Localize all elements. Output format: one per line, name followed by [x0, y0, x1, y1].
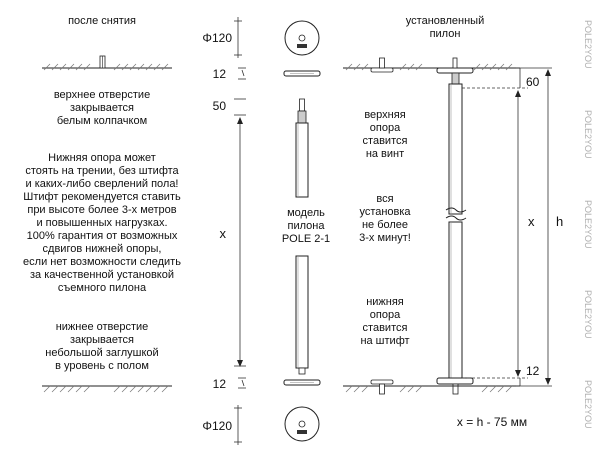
svg-text:нижнее отверстие: нижнее отверстие: [56, 321, 149, 333]
svg-text:установка: установка: [359, 206, 411, 218]
upper-support-note: верхняя опора ставится на винт: [363, 109, 408, 160]
watermark-2: POLE2YOU: [583, 110, 593, 159]
dim-x: x: [528, 214, 535, 229]
svg-text:ставится: ставится: [363, 322, 408, 334]
lower-support-note: нижняя опора ставится на штифт: [360, 296, 409, 347]
svg-text:3-х минут!: 3-х минут!: [359, 232, 411, 244]
watermark-strip: POLE2YOU POLE2YOU POLE2YOU POLE2YOU POLE…: [583, 20, 593, 429]
svg-text:опора: опора: [370, 309, 401, 321]
watermark-5: POLE2YOU: [583, 380, 593, 429]
svg-text:если нет возможности следить: если нет возможности следить: [23, 256, 181, 268]
watermark-4: POLE2YOU: [583, 290, 593, 339]
install-time-note: вся установка не более 3-х минут!: [359, 193, 411, 244]
watermark-1: POLE2YOU: [583, 20, 593, 69]
svg-text:ставится: ставится: [363, 135, 408, 147]
svg-text:стоять на трении, без штифта: стоять на трении, без штифта: [25, 165, 179, 177]
dim-top-diameter: Φ120: [202, 31, 232, 45]
dim-top-gap: 12: [213, 67, 227, 81]
svg-text:закрывается: закрывается: [70, 102, 134, 114]
right-dimensions: [462, 67, 552, 387]
svg-text:на винт: на винт: [366, 148, 404, 160]
friction-note: Нижняя опора может стоять на трении, без…: [23, 152, 181, 294]
right-ceiling: [343, 57, 520, 74]
svg-text:при высоте более 3-х метров: при высоте более 3-х метров: [27, 204, 176, 216]
svg-text:съемного пилона: съемного пилона: [58, 282, 147, 294]
right-floor: [343, 379, 520, 395]
svg-text:не более: не более: [362, 219, 408, 231]
svg-text:небольшой заглушкой: небольшой заглушкой: [45, 347, 158, 359]
svg-text:модель: модель: [287, 207, 325, 219]
svg-text:верхняя: верхняя: [364, 109, 405, 121]
svg-text:и повышенных нагрузках.: и повышенных нагрузках.: [36, 217, 167, 229]
pole-installed: [436, 72, 474, 395]
left-bottom-floor: [42, 385, 172, 393]
dim-bottom-gap: 12: [213, 377, 227, 391]
svg-text:в уровень с полом: в уровень с полом: [55, 360, 149, 372]
watermark-3: POLE2YOU: [583, 200, 593, 249]
svg-text:установленный: установленный: [406, 15, 484, 27]
svg-text:Штифт рекомендуется ставить: Штифт рекомендуется ставить: [23, 191, 181, 203]
svg-text:пилона: пилона: [288, 220, 326, 232]
dim-offset: 50: [213, 99, 227, 113]
top-disc-icon: [284, 20, 320, 56]
caption-after-removal: после снятия: [68, 15, 136, 27]
bottom-plate-side: [283, 379, 321, 386]
pole-removed: [295, 98, 309, 375]
svg-text:закрывается: закрывается: [70, 334, 134, 346]
svg-text:верхнее отверстие: верхнее отверстие: [54, 89, 150, 101]
bottom-hole-note: нижнее отверстие закрывается небольшой з…: [45, 321, 158, 372]
bottom-disc-icon: [284, 406, 320, 442]
dim-bottom: 12: [526, 364, 540, 378]
formula: x = h - 75 мм: [457, 415, 527, 429]
svg-text:на штифт: на штифт: [360, 335, 409, 347]
dim-length: x: [220, 226, 227, 241]
top-plate-side: [283, 70, 321, 77]
model-label: модель пилона POLE 2-1: [282, 207, 330, 245]
svg-text:за качественной установкой: за качественной установкой: [30, 269, 174, 281]
svg-text:опора: опора: [370, 122, 401, 134]
svg-text:пилон: пилон: [430, 28, 461, 40]
svg-text:Нижняя опора может: Нижняя опора может: [48, 152, 156, 164]
svg-text:POLE 2-1: POLE 2-1: [282, 233, 330, 245]
dim-bottom-diameter: Φ120: [202, 419, 232, 433]
svg-text:вся: вся: [376, 193, 393, 205]
left-top-ceiling: [42, 55, 172, 71]
top-hole-note: верхнее отверстие закрывается белым колп…: [54, 89, 150, 127]
dim-h: h: [556, 214, 563, 229]
svg-text:и каких-либо сверлений пола!: и каких-либо сверлений пола!: [26, 178, 179, 190]
svg-text:белым колпачком: белым колпачком: [57, 115, 147, 127]
svg-text:сдвигов нижней опоры,: сдвигов нижней опоры,: [43, 243, 162, 255]
svg-text:100% гарантия от возможных: 100% гарантия от возможных: [27, 230, 178, 242]
dim-top: 60: [526, 75, 540, 89]
caption-installed: установленный пилон: [406, 15, 484, 40]
svg-text:нижняя: нижняя: [366, 296, 404, 308]
